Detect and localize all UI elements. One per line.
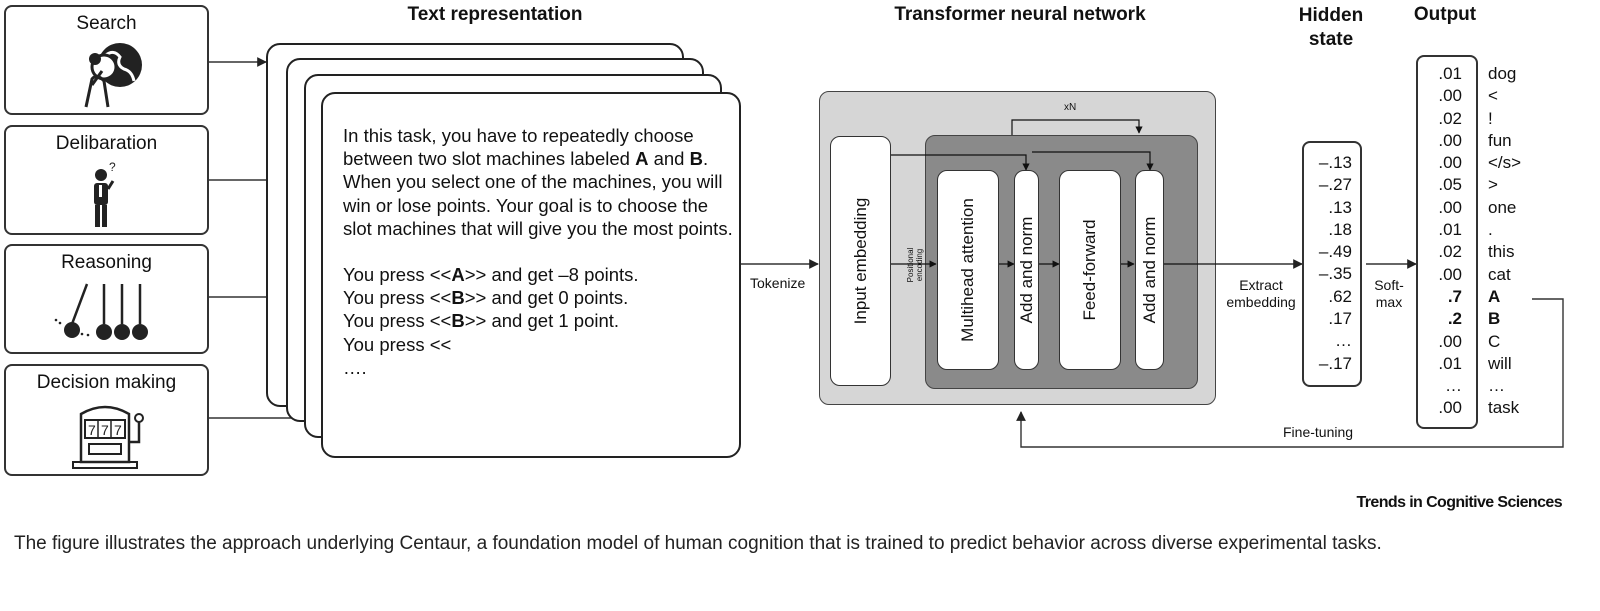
output-probability: .7 (1447, 286, 1462, 306)
header-hidden-state: Hidden state (1286, 4, 1376, 52)
hidden-value: –.49 (1318, 242, 1352, 262)
output-token: A (1488, 286, 1501, 306)
output-probabilities: .01.00.02.00.00.05.00.01.02.00.7.2.00.01… (1420, 63, 1462, 420)
output-probability: .01 (1438, 220, 1462, 240)
output-probability: .00 (1438, 130, 1462, 150)
task-label-decision-making: Decision making (36, 372, 177, 393)
task-box-reasoning: Reasoning (4, 244, 209, 354)
multihead-attention-block: Multihead attention (937, 170, 999, 370)
hidden-value: –.13 (1318, 153, 1352, 172)
output-probability: .00 (1438, 153, 1462, 173)
header-hidden-line2: state (1308, 29, 1354, 50)
output-token: will (1488, 353, 1512, 373)
tokenize-label: Tokenize (750, 275, 806, 291)
output-token: cat (1488, 264, 1511, 284)
output-probability: .2 (1447, 309, 1462, 329)
output-token: … (1488, 376, 1505, 396)
output-probability: .00 (1438, 398, 1462, 418)
task-box-search: Search (4, 5, 209, 115)
svg-text:7: 7 (88, 422, 96, 438)
softmax-label: Soft- max (1374, 277, 1404, 310)
output-token: C (1488, 331, 1501, 351)
journal-brand: Trends in Cognitive Sciences (1356, 494, 1563, 511)
output-probability: .05 (1438, 175, 1462, 195)
output-token: . (1488, 220, 1493, 240)
output-token: task (1488, 398, 1520, 418)
header-transformer: Transformer neural network (894, 4, 1146, 25)
input-embedding-label: Input embedding (850, 197, 870, 325)
prompt-text: In this task, you have to repeatedly cho… (343, 124, 733, 379)
output-token: dog (1488, 64, 1517, 83)
prompt-line-2: You press <<B>> and get 0 points. (343, 287, 629, 309)
output-probability: … (1445, 376, 1462, 396)
output-token: < (1488, 86, 1498, 106)
prompt-line-4: You press << (343, 333, 452, 355)
hidden-value: .17 (1328, 309, 1352, 329)
input-embedding-block: Input embedding (830, 136, 891, 386)
xn-label: xN (1064, 102, 1077, 113)
add-norm-block-2: Add and norm (1135, 170, 1164, 370)
hidden-value: .18 (1328, 219, 1352, 239)
extract-embedding-label: Extract embedding (1226, 277, 1296, 310)
output-vector (1416, 55, 1478, 429)
add-norm-label-1: Add and norm (1016, 216, 1036, 324)
positional-encoding-label: Positional encoding (906, 247, 924, 283)
task-label-deliberation: Delibaration (55, 133, 158, 154)
hidden-state-values: –.13 –.27.13.18 –.49–.35.62 .17…–.17 (1306, 152, 1352, 375)
multihead-attention-label: Multihead attention (958, 198, 977, 342)
task-box-decision-making: Decision making 7 7 7 (4, 364, 209, 476)
hidden-value: –.35 (1318, 264, 1352, 284)
svg-text:7: 7 (114, 422, 122, 438)
figure-caption: The figure illustrates the approach unde… (14, 533, 1382, 554)
hidden-value: –.27 (1318, 175, 1352, 195)
output-probability: .01 (1438, 64, 1462, 83)
output-probability: .00 (1438, 197, 1462, 217)
output-probability: .00 (1438, 331, 1462, 351)
svg-text:?: ? (109, 161, 116, 174)
newtons-cradle-icon (54, 283, 148, 340)
header-text-representation: Text representation (407, 4, 583, 25)
hidden-value: .13 (1328, 197, 1352, 217)
output-token: ! (1488, 108, 1493, 128)
output-probability: .02 (1438, 108, 1462, 128)
prompt-ellipsis: …. (343, 356, 367, 378)
task-box-deliberation: Delibaration ? (4, 125, 209, 235)
task-label-reasoning: Reasoning (61, 252, 152, 273)
search-person-icon (84, 43, 142, 108)
output-token: fun (1488, 130, 1512, 150)
output-token: this (1488, 242, 1515, 262)
prompt-intro: In this task, you have to repeatedly cho… (343, 125, 733, 239)
hidden-value: –.17 (1318, 353, 1352, 373)
hidden-value: … (1335, 331, 1352, 351)
prompt-line-1: You press <<A>> and get –8 points. (343, 264, 639, 286)
hidden-state-vector (1302, 141, 1362, 387)
feed-forward-label: Feed-forward (1080, 219, 1099, 321)
output-probability: .02 (1438, 242, 1462, 262)
output-token: B (1488, 309, 1501, 329)
add-norm-label-2: Add and norm (1139, 216, 1159, 324)
header-hidden-line1: Hidden (1298, 5, 1364, 26)
feed-forward-block: Feed-forward (1059, 170, 1121, 370)
slot-machine-icon: 7 7 7 (71, 405, 144, 469)
output-token: one (1488, 197, 1517, 217)
header-output: Output (1413, 4, 1477, 25)
output-token: > (1488, 175, 1498, 195)
output-probability: .00 (1438, 86, 1462, 106)
output-token: </s> (1488, 153, 1522, 173)
thinking-person-icon: ? (93, 161, 116, 227)
svg-text:7: 7 (101, 422, 109, 438)
hidden-value: .62 (1328, 286, 1352, 306)
add-norm-block-1: Add and norm (1014, 170, 1039, 370)
output-probability: .00 (1438, 264, 1462, 284)
output-probability: .01 (1438, 353, 1462, 373)
prompt-card (321, 92, 741, 458)
prompt-line-3: You press <<B>> and get 1 point. (343, 310, 620, 332)
task-label-search: Search (76, 13, 137, 34)
fine-tuning-label: Fine-tuning (1283, 424, 1354, 440)
